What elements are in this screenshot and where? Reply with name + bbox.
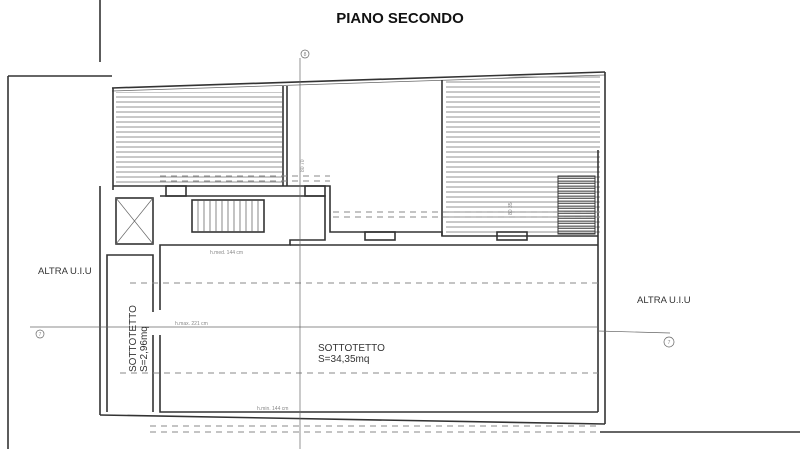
room-small[interactable]: SOTTOTETTO S=2,96mq	[128, 305, 150, 372]
room-small-name: SOTTOTETTO	[128, 305, 139, 372]
axis-marker-left-icon	[35, 329, 45, 339]
height-note-bottom: h.min. 144 cm	[257, 406, 288, 412]
neighbor-label-left: ALTRA U.I.U	[38, 266, 92, 277]
axis-marker-right-icon	[663, 336, 675, 348]
walls	[99, 72, 606, 425]
context-lines	[7, 0, 800, 449]
height-note-middle: h.max. 221 cm	[175, 321, 208, 327]
axis-label-left: 7	[39, 332, 42, 338]
neighbor-label-right: ALTRA U.I.U	[637, 295, 691, 306]
staircase[interactable]	[191, 199, 265, 233]
dimension-note-2: 80 35	[508, 202, 514, 215]
roof-hatch-left	[116, 92, 282, 185]
room-main[interactable]: SOTTOTETTO S=34,35mq	[318, 343, 385, 365]
dimension-note-1: 80 70	[300, 159, 306, 172]
room-main-name: SOTTOTETTO	[318, 343, 385, 354]
shaft-box	[115, 197, 154, 245]
plan-title: PIANO SECONDO	[336, 10, 464, 27]
axis-label-vertical: 8	[304, 52, 307, 58]
height-note-top: h.med. 144 cm	[210, 250, 243, 256]
axis-label-right: 7	[668, 340, 671, 346]
room-small-area: S=2,96mq	[139, 326, 150, 372]
room-main-area: S=34,35mq	[318, 354, 369, 365]
skylight-hatch	[557, 175, 596, 235]
axis-marker-vertical-icon	[300, 49, 310, 59]
dashed-lines	[120, 175, 600, 433]
grid-axes	[30, 49, 675, 449]
